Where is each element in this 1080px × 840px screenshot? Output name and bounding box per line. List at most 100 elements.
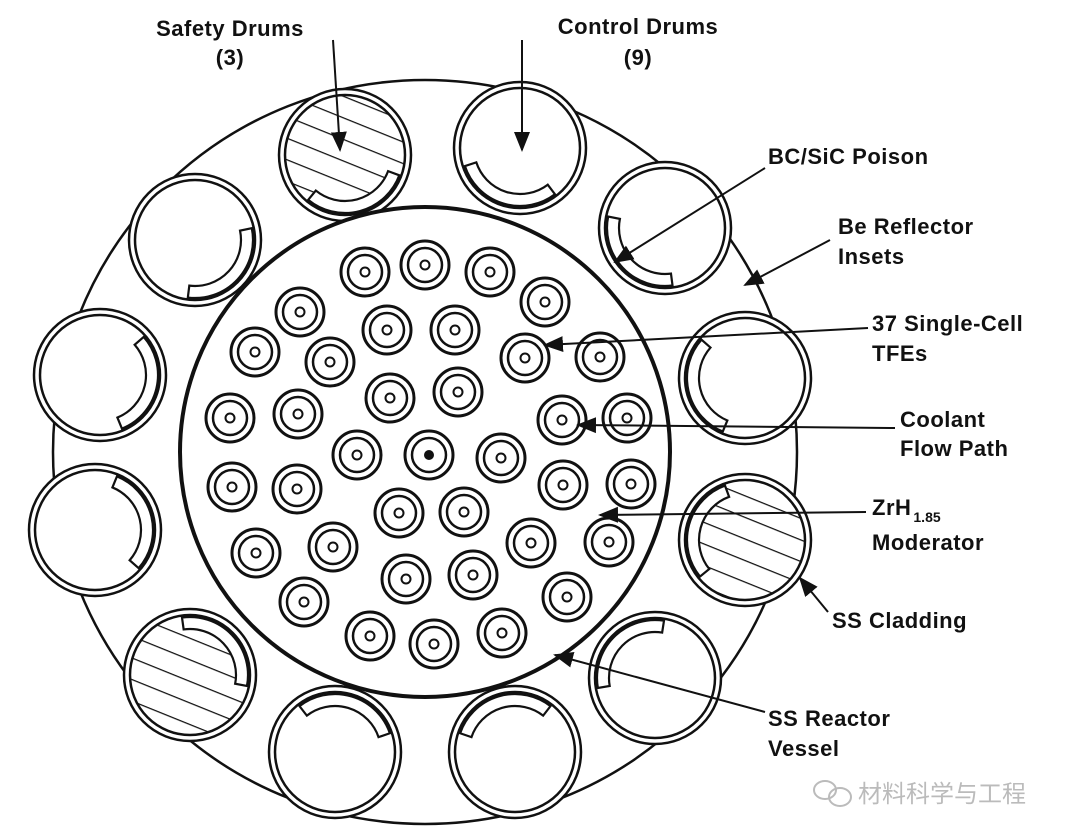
coolant-channel <box>364 630 376 642</box>
coolant-channel <box>625 478 637 490</box>
coolant-channel <box>294 306 306 318</box>
control-drum <box>447 684 583 820</box>
tfe-inner-ring <box>410 436 448 474</box>
coolant-channel <box>458 506 470 518</box>
bc-sic-poison <box>180 615 250 688</box>
coolant-channel <box>603 536 615 548</box>
callout-arrows <box>330 39 896 713</box>
tfe <box>403 429 455 481</box>
tfe-inner-ring <box>213 468 251 506</box>
drum-body <box>33 468 157 592</box>
coolant-channel <box>351 449 363 461</box>
label-control-drums: Control Drums <box>558 14 719 39</box>
coolant-channel <box>428 638 440 650</box>
coolant-channel <box>291 483 303 495</box>
label-control-count: (9) <box>624 45 652 70</box>
tfe <box>601 392 653 444</box>
safety-drum <box>122 607 258 743</box>
tfe <box>304 336 356 388</box>
coolant-channel <box>226 481 238 493</box>
safety-drum <box>677 472 813 608</box>
coolant-channel <box>384 392 396 404</box>
drum-body <box>603 166 727 290</box>
tfe-inner-ring <box>371 379 409 417</box>
tfe <box>206 461 258 513</box>
tfe-inner-ring <box>387 560 425 598</box>
coolant-channel <box>519 352 531 364</box>
tfe-inner-ring <box>279 395 317 433</box>
tfe <box>229 326 281 378</box>
tfe-inner-ring <box>314 528 352 566</box>
drum-body <box>458 86 582 210</box>
arrow-poison <box>613 167 766 264</box>
coolant-channel <box>525 537 537 549</box>
bc-sic-poison <box>110 474 155 570</box>
label-coolant-1: Coolant <box>900 407 986 432</box>
tfe <box>537 459 589 511</box>
tfe <box>339 246 391 298</box>
tfe <box>204 392 256 444</box>
tfe-inner-ring <box>612 465 650 503</box>
tfe-array <box>204 239 657 670</box>
control-drum <box>452 80 588 216</box>
control-drum <box>32 307 168 443</box>
tfe-inner-ring <box>471 253 509 291</box>
bc-sic-poison <box>685 484 731 579</box>
label-poison: BC/SiC Poison <box>768 144 929 169</box>
wechat-icon <box>813 780 852 807</box>
tfe-inner-ring <box>415 625 453 663</box>
coolant-channel <box>449 324 461 336</box>
drum-body <box>683 478 807 602</box>
arrow-cladding <box>798 576 829 613</box>
drum-body <box>38 313 162 437</box>
coolant-channel <box>467 569 479 581</box>
tfe <box>408 618 460 670</box>
label-tfes-2: TFEs <box>872 341 928 366</box>
tfe <box>476 607 528 659</box>
label-reflector-2: Insets <box>838 244 905 269</box>
control-drum <box>677 310 813 446</box>
bc-sic-poison <box>306 169 401 215</box>
tfe-inner-ring <box>311 343 349 381</box>
tfe-inner-ring <box>544 466 582 504</box>
drum-body <box>128 613 252 737</box>
label-reflector-1: Be Reflector <box>838 214 974 239</box>
tfe-inner-ring <box>211 399 249 437</box>
coolant-channel <box>495 452 507 464</box>
tfe <box>438 486 490 538</box>
coolant-channel <box>224 412 236 424</box>
arrow-coolant <box>576 417 896 434</box>
tfe <box>361 304 413 356</box>
tfe-inner-ring <box>236 333 274 371</box>
coolant-channel <box>292 408 304 420</box>
label-safety-drums: Safety Drums <box>156 16 304 41</box>
tfe <box>278 576 330 628</box>
bc-sic-poison <box>186 226 255 300</box>
tfe-inner-ring <box>590 523 628 561</box>
drum-body <box>283 93 407 217</box>
tfe <box>331 429 383 481</box>
arrow-safety-drums <box>330 39 347 152</box>
tfe-inner-ring <box>338 436 376 474</box>
tfe <box>344 610 396 662</box>
tfe <box>475 432 527 484</box>
arrow-reflector <box>743 239 831 286</box>
bc-sic-poison <box>297 692 392 739</box>
coolant-channel <box>594 351 606 363</box>
tfe <box>380 553 432 605</box>
coolant-channel <box>419 259 431 271</box>
tfe <box>583 516 635 568</box>
tfe-inner-ring <box>346 253 384 291</box>
watermark-text: 材料科学与工程 <box>858 780 1026 808</box>
label-safety-count: (3) <box>216 45 244 70</box>
coolant-channel <box>424 450 434 460</box>
label-tfes-1: 37 Single-Cell <box>872 311 1023 336</box>
tfe-inner-ring <box>482 439 520 477</box>
coolant-channel <box>561 591 573 603</box>
tfe-inner-ring <box>512 524 550 562</box>
tfe-inner-ring <box>506 339 544 377</box>
tfe-inner-ring <box>445 493 483 531</box>
tfe <box>364 372 416 424</box>
bc-sic-poison <box>685 338 729 434</box>
